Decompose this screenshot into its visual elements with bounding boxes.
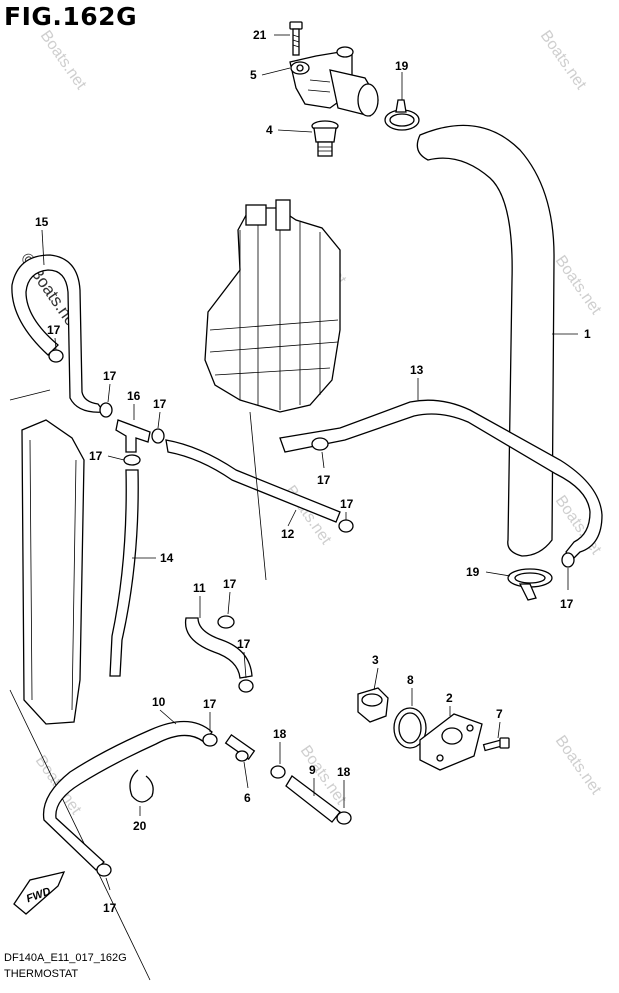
callout-17: 17 <box>237 637 251 651</box>
figure-code: DF140A_E11_017_162G <box>4 952 127 964</box>
part-16-tee-fitting <box>115 419 165 466</box>
callout-17: 17 <box>223 577 237 591</box>
part-3-sensor <box>357 687 389 723</box>
callout-14: 14 <box>160 551 174 565</box>
part-14-hose <box>109 469 139 677</box>
watermark-text: Boats.net <box>552 253 605 319</box>
figure-caption: THERMOSTAT <box>4 968 79 980</box>
callout-17: 17 <box>47 323 61 337</box>
callout-17: 17 <box>89 449 103 463</box>
callout-17: 17 <box>340 497 354 511</box>
callout-18: 18 <box>337 765 351 779</box>
fwd-arrow-icon: FWD <box>13 871 66 915</box>
part-17-clamp-13 <box>311 437 329 451</box>
callout-18: 18 <box>273 727 287 741</box>
callout-16: 16 <box>127 389 141 403</box>
callout-7: 7 <box>496 707 503 721</box>
part-9-hose <box>285 775 341 823</box>
callout-17: 17 <box>103 901 117 915</box>
callout-4: 4 <box>266 123 273 137</box>
engine-block <box>204 199 341 413</box>
part-18-clamp-right <box>336 811 352 825</box>
part-17-clamp-10 <box>96 733 218 877</box>
callout-17: 17 <box>153 397 167 411</box>
part-17-clamp-15 <box>48 349 113 418</box>
part-12-hose <box>165 439 341 523</box>
part-17-clamp-right <box>561 552 575 568</box>
part-11-hose <box>184 617 253 679</box>
part-17-clamp-11 <box>217 615 254 693</box>
watermark-text: Boats.net <box>537 28 590 94</box>
part-6-joint <box>224 733 256 762</box>
callout-5: 5 <box>250 68 257 82</box>
callout-17: 17 <box>317 473 331 487</box>
part-4-thermostat <box>311 120 339 157</box>
watermark-text: Boats.net <box>37 28 90 94</box>
part-19-clamp-bottom <box>507 568 553 601</box>
part-19-clamp-top <box>384 99 420 131</box>
part-20-clip <box>129 769 154 803</box>
cooling-panel <box>9 389 151 981</box>
callout-13: 13 <box>410 363 424 377</box>
part-5-thermostat-cover <box>289 46 379 117</box>
callout-11: 11 <box>193 581 206 595</box>
callout-17: 17 <box>103 369 117 383</box>
callout-15: 15 <box>35 215 49 229</box>
callout-19-bottom: 19 <box>466 565 480 579</box>
callout-17: 17 <box>560 597 574 611</box>
part-17-clamp-12 <box>338 519 354 533</box>
callout-19-top: 19 <box>395 59 409 73</box>
part-7-bolt <box>482 737 510 752</box>
leader-lines <box>41 34 578 891</box>
callout-1: 1 <box>584 327 591 341</box>
callout-21: 21 <box>253 28 267 42</box>
callout-6: 6 <box>244 791 251 805</box>
callout-8: 8 <box>407 673 414 687</box>
callout-2: 2 <box>446 691 453 705</box>
callout-17: 17 <box>203 697 217 711</box>
callout-10: 10 <box>152 695 166 709</box>
part-18-clamp-left <box>270 765 286 779</box>
watermark-text: Boats.net <box>552 733 605 799</box>
part-2-housing <box>419 713 483 771</box>
callouts: 21 5 4 19 1 15 17 17 16 17 17 13 17 17 1… <box>35 28 591 915</box>
callout-12: 12 <box>281 527 295 541</box>
figure-title: FIG.162G <box>4 2 138 31</box>
part-8-gasket <box>393 707 427 749</box>
part-21-bolt <box>289 21 303 56</box>
callout-20: 20 <box>133 819 147 833</box>
callout-9: 9 <box>309 763 316 777</box>
part-1-hose <box>416 124 555 557</box>
callout-3: 3 <box>372 653 379 667</box>
